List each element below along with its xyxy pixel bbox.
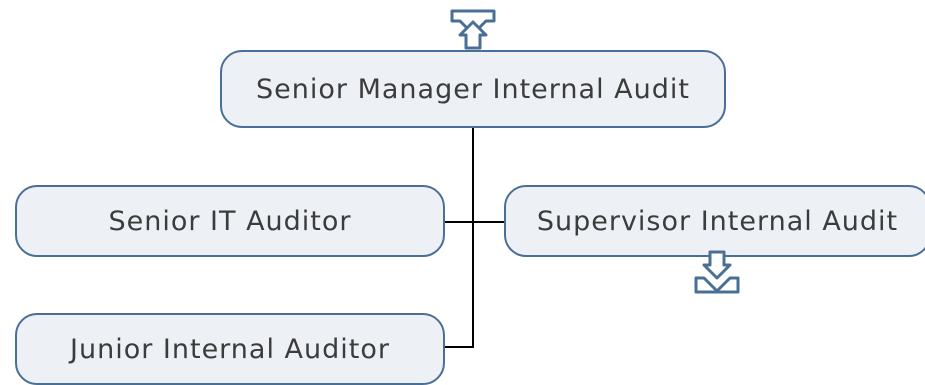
node-senior-manager-internal-audit[interactable]: Senior Manager Internal Audit	[220, 50, 726, 128]
node-label: Supervisor Internal Audit	[536, 205, 899, 237]
up-arrow-icon[interactable]	[450, 8, 498, 50]
down-arrow-icon[interactable]	[694, 250, 742, 296]
node-label: Junior Internal Auditor	[70, 333, 390, 365]
node-label: Senior IT Auditor	[108, 205, 352, 237]
connector-vertical	[472, 128, 474, 347]
node-supervisor-internal-audit[interactable]: Supervisor Internal Audit	[504, 185, 925, 257]
node-junior-internal-auditor[interactable]: Junior Internal Auditor	[15, 313, 445, 385]
connector-junior	[444, 346, 474, 348]
node-label: Senior Manager Internal Audit	[256, 73, 690, 105]
node-senior-it-auditor[interactable]: Senior IT Auditor	[15, 185, 445, 257]
connector-senior-it	[444, 221, 506, 223]
